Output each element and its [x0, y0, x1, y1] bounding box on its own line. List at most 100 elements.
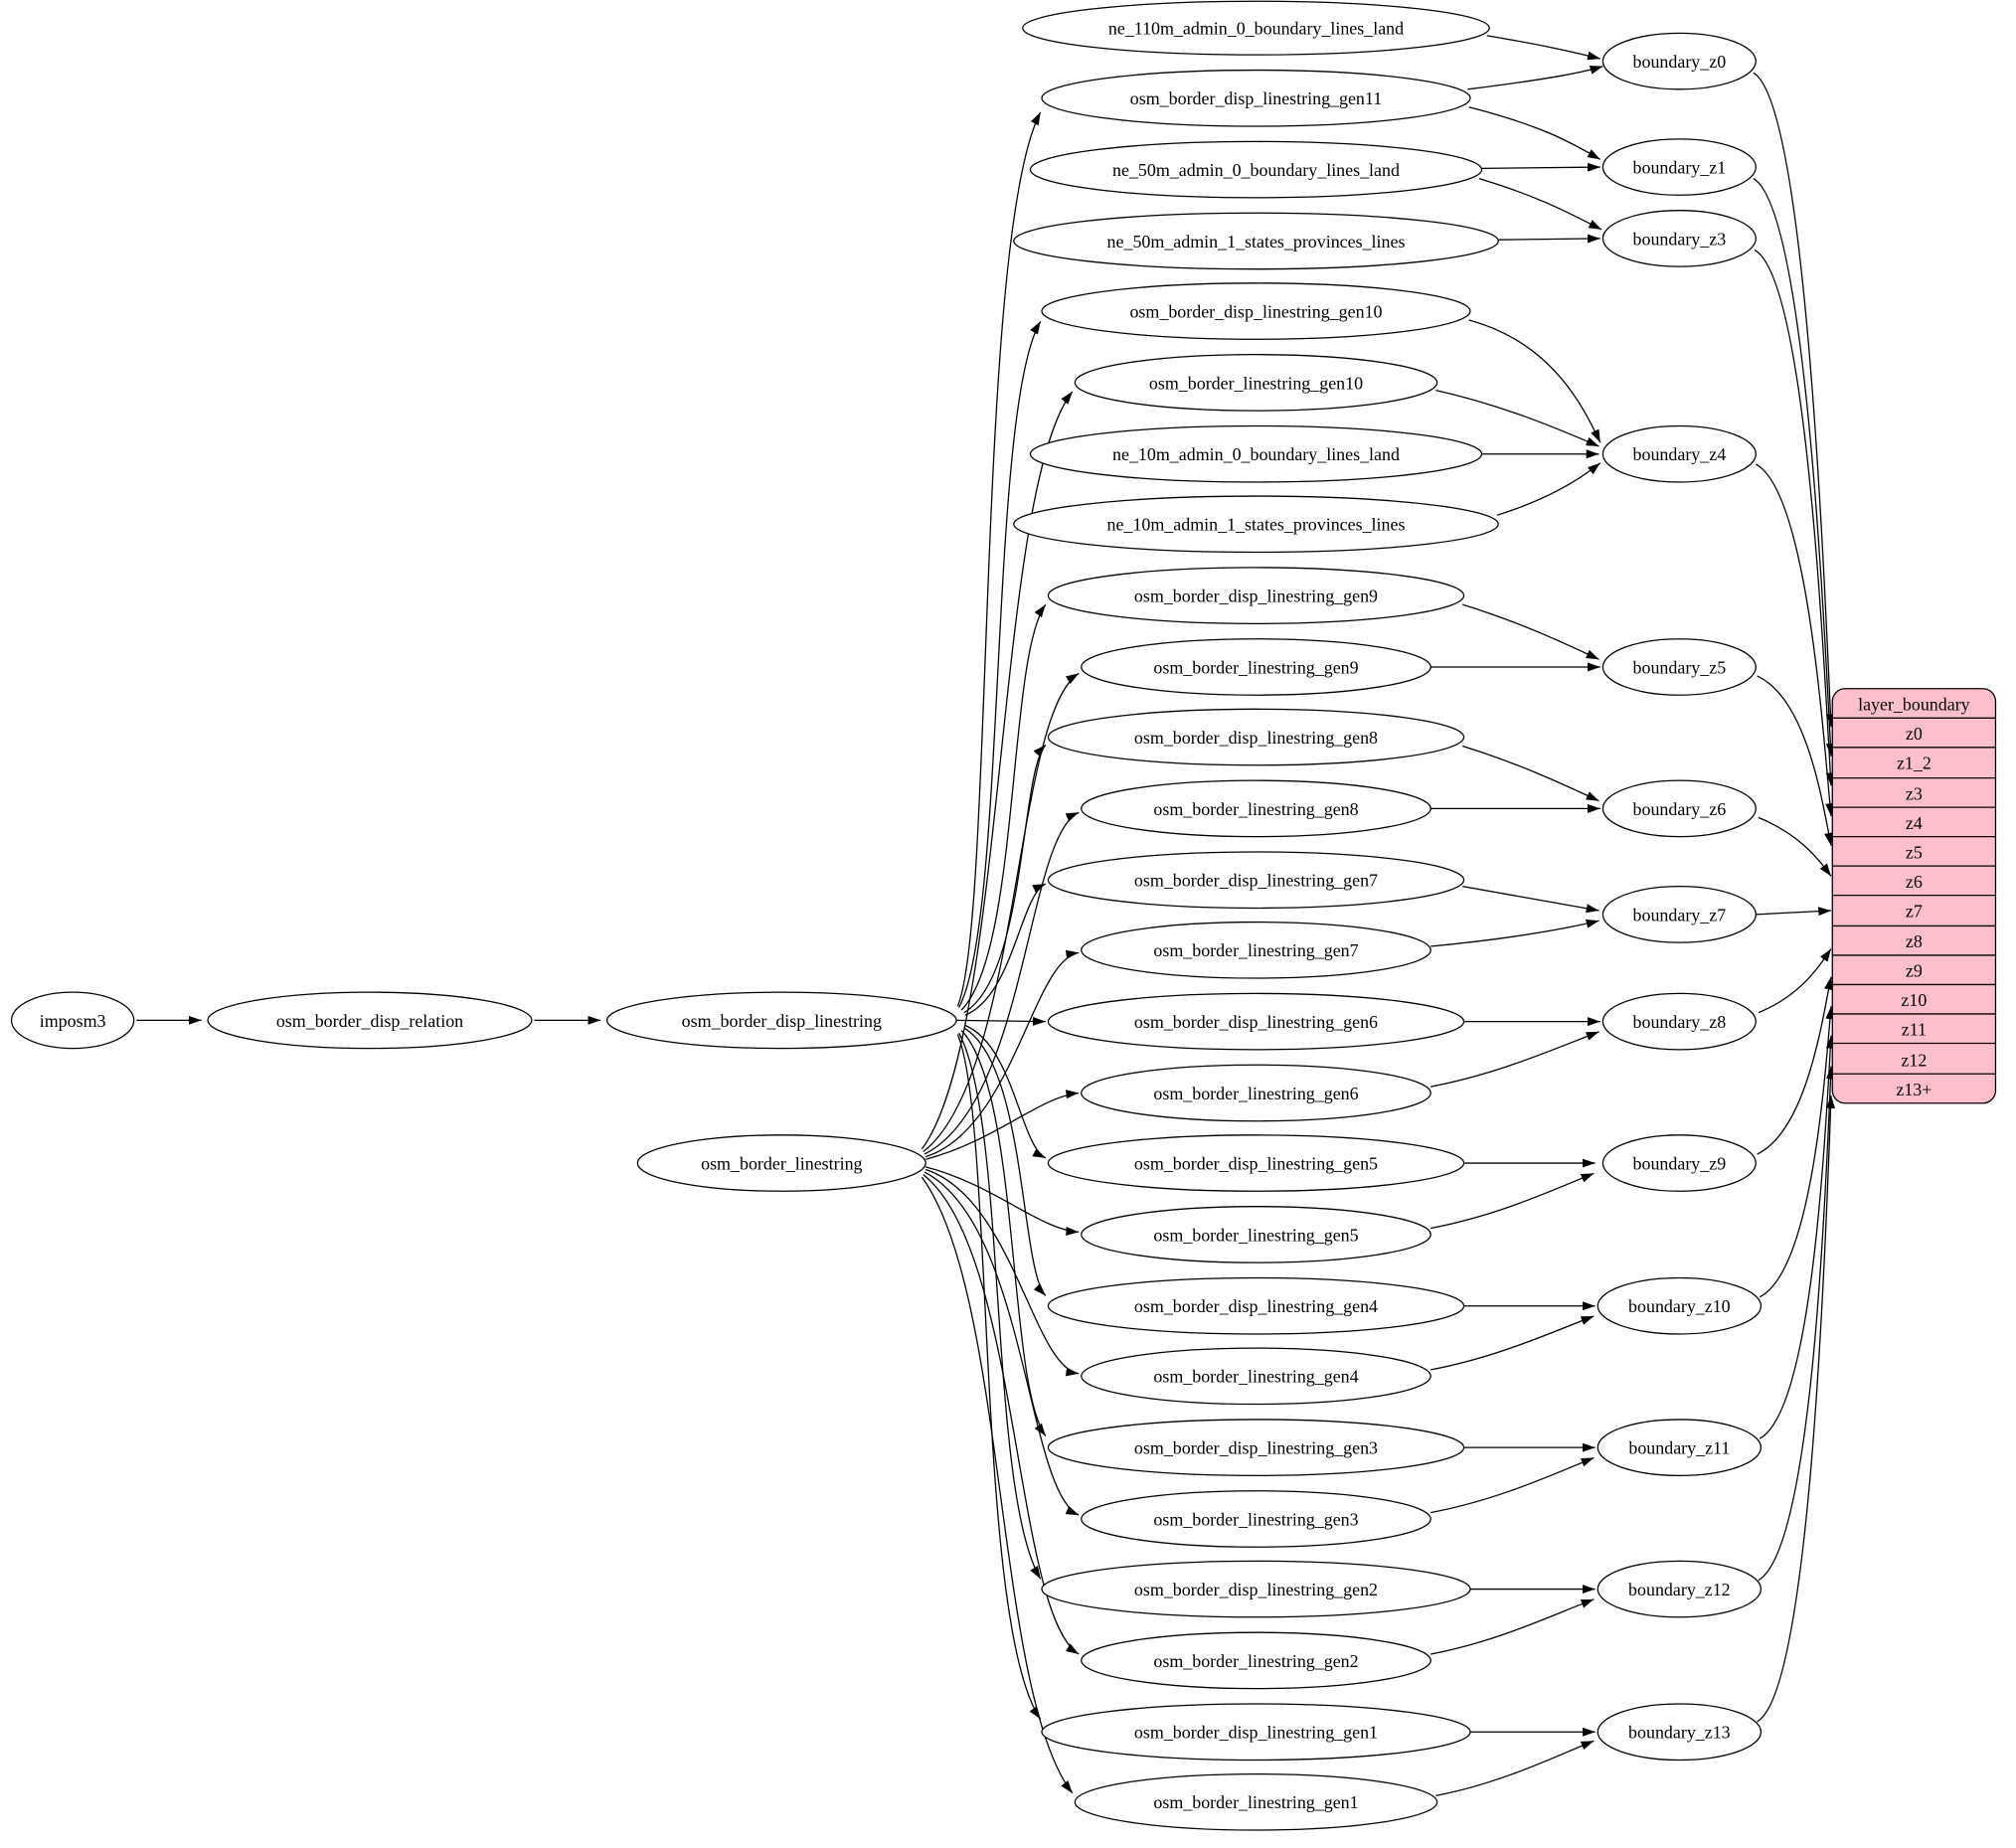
layer-boundary-record: layer_boundary z0 z1_2 z3 z4 z5 z6 z7 z8…: [1831, 688, 1997, 1104]
node-line-gen7: osm_border_linestring_gen7: [1081, 921, 1431, 979]
edge-boundary_z3-to-row-z3: [1754, 249, 1835, 786]
edge-ne10a1-to-boundary_z4: [1496, 462, 1601, 516]
node-line-gen10: osm_border_linestring_gen10: [1074, 354, 1438, 412]
node-osm-border-disp-relation: osm_border_disp_relation: [207, 991, 533, 1050]
ne-10m-admin-0-ellipse: [1029, 424, 1483, 483]
edge-linegen6-to-boundary_z8: [1430, 1031, 1599, 1088]
disp-gen1-ellipse: [1041, 1703, 1471, 1762]
edge-linegen1-to-boundary_z13: [1435, 1740, 1595, 1797]
edge-line-to-gen10: [921, 391, 1074, 1150]
edge-disp-to-gen9: [960, 603, 1047, 1011]
node-boundary-z11: boundary_z11: [1596, 1419, 1763, 1477]
line-gen10-ellipse: [1074, 354, 1438, 412]
edge-boundary_z10-to-row-z10: [1759, 1006, 1835, 1298]
node-disp-gen6: osm_border_disp_linestring_gen6: [1047, 992, 1465, 1051]
node-disp-gen4: osm_border_disp_linestring_gen4: [1047, 1276, 1465, 1335]
record-row-z6: z6: [1906, 872, 1923, 892]
edge-boundary_z5-to-row-z5: [1757, 675, 1833, 846]
line-gen7-ellipse: [1081, 921, 1431, 979]
node-boundary-z9: boundary_z9: [1601, 1134, 1757, 1192]
line-gen1-ellipse: [1074, 1772, 1438, 1831]
disp-gen9-label: osm_border_disp_linestring_gen9: [1134, 587, 1378, 606]
record-row-z1-2: z1_2: [1897, 754, 1932, 773]
edge-linegen7-to-boundary_z7: [1430, 919, 1599, 947]
disp-gen5-label: osm_border_disp_linestring_gen5: [1134, 1153, 1378, 1173]
node-disp-gen8: osm_border_disp_linestring_gen8: [1047, 708, 1465, 766]
node-disp-gen7: osm_border_disp_linestring_gen7: [1047, 851, 1465, 910]
ne-50m-admin-1-ellipse: [1013, 212, 1499, 270]
edge-disp-to-gen4: [963, 1027, 1047, 1296]
node-imposm3: imposm3: [10, 991, 135, 1050]
edge-dispgen9-to-boundary_z5: [1462, 603, 1599, 660]
line-gen5-label: osm_border_linestring_gen5: [1153, 1225, 1358, 1245]
ne-50m-admin-0-label: ne_50m_admin_0_boundary_lines_land: [1112, 160, 1400, 180]
imposm3-label: imposm3: [40, 1011, 106, 1031]
node-line-gen1: osm_border_linestring_gen1: [1074, 1772, 1438, 1831]
record-row-z4: z4: [1906, 813, 1923, 833]
node-boundary-z10: boundary_z10: [1596, 1276, 1763, 1335]
node-boundary-z7: boundary_z7: [1601, 886, 1757, 943]
edge-linegen2-to-boundary_z12: [1430, 1598, 1595, 1655]
edge-line-to-gen9: [923, 672, 1080, 1153]
boundary-z9-label: boundary_z9: [1633, 1153, 1727, 1173]
imposm3-ellipse: [10, 991, 135, 1050]
edge-ne50a0-to-boundary_z3: [1478, 177, 1602, 231]
record-row-z0: z0: [1906, 724, 1923, 744]
edge-line-to-gen1: [921, 1176, 1074, 1794]
osm-border-disp-linestring-ellipse: [605, 991, 957, 1050]
node-line-gen6: osm_border_linestring_gen6: [1081, 1064, 1431, 1122]
boundary-z3-label: boundary_z3: [1633, 229, 1727, 249]
line-gen4-label: osm_border_linestring_gen4: [1153, 1367, 1358, 1387]
boundary-z6-label: boundary_z6: [1633, 799, 1727, 819]
disp-gen11-label: osm_border_disp_linestring_gen11: [1130, 88, 1382, 108]
edge-ne50a0-to-boundary_z1: [1481, 162, 1600, 172]
node-ne-50m-admin-0: ne_50m_admin_0_boundary_lines_land: [1029, 140, 1483, 199]
node-osm-border-linestring: osm_border_linestring: [636, 1134, 926, 1192]
node-boundary-z3: boundary_z3: [1601, 210, 1757, 267]
line-gen2-ellipse: [1081, 1631, 1431, 1690]
node-disp-gen11: osm_border_disp_linestring_gen11: [1041, 69, 1471, 127]
edge-ne110m-to-boundary_z0: [1486, 35, 1600, 61]
edges: [136, 35, 1836, 1797]
edge-dispgen10-to-boundary_z4: [1468, 319, 1601, 443]
disp-gen11-ellipse: [1041, 69, 1471, 127]
node-line-gen5: osm_border_linestring_gen5: [1081, 1206, 1431, 1263]
disp-gen10-ellipse: [1041, 282, 1471, 340]
node-boundary-z6: boundary_z6: [1601, 779, 1757, 838]
ne-50m-admin-0-ellipse: [1029, 140, 1483, 199]
record-row-z7: z7: [1906, 901, 1923, 921]
edge-boundary_z8-to-row-z8: [1758, 948, 1832, 1014]
node-boundary-z5: boundary_z5: [1601, 638, 1757, 696]
edge-line-to-gen4: [925, 1168, 1080, 1377]
node-disp-gen2: osm_border_disp_linestring_gen2: [1041, 1560, 1471, 1618]
boundary-z7-ellipse: [1601, 886, 1757, 943]
node-ne-10m-admin-1: ne_10m_admin_1_states_provinces_lines: [1013, 495, 1499, 554]
line-gen3-ellipse: [1081, 1490, 1431, 1548]
record-row-z11: z11: [1902, 1020, 1927, 1040]
node-disp-gen9: osm_border_disp_linestring_gen9: [1047, 567, 1465, 625]
edge-disp-to-gen2: [958, 1032, 1042, 1580]
edge-disp-to-gen7: [964, 883, 1047, 1016]
line-gen3-label: osm_border_linestring_gen3: [1153, 1509, 1358, 1529]
boundary-z4-ellipse: [1601, 424, 1757, 483]
record-row-z5: z5: [1906, 842, 1923, 862]
edge-dispgen7-to-boundary_z7: [1462, 886, 1599, 914]
record-row-z12: z12: [1901, 1051, 1927, 1071]
osm-border-linestring-ellipse: [636, 1134, 926, 1192]
edge-disp-to-gen8: [963, 744, 1047, 1014]
disp-gen3-ellipse: [1047, 1419, 1465, 1477]
record-row-z8: z8: [1906, 931, 1923, 951]
edge-linegen4-to-boundary_z10: [1430, 1315, 1595, 1371]
layer-boundary-title: layer_boundary: [1858, 695, 1970, 715]
edge-boundary_z1-to-row-z1_2: [1753, 178, 1835, 756]
line-gen2-label: osm_border_linestring_gen2: [1153, 1651, 1358, 1671]
node-ne-50m-admin-1: ne_50m_admin_1_states_provinces_lines: [1013, 212, 1499, 270]
line-gen6-label: osm_border_linestring_gen6: [1153, 1084, 1358, 1103]
line-gen6-ellipse: [1081, 1064, 1431, 1122]
disp-gen1-label: osm_border_disp_linestring_gen1: [1134, 1723, 1378, 1743]
disp-gen9-ellipse: [1047, 567, 1465, 625]
node-disp-gen5: osm_border_disp_linestring_gen5: [1047, 1134, 1465, 1192]
boundary-z11-ellipse: [1596, 1419, 1763, 1477]
line-gen4-ellipse: [1081, 1347, 1431, 1406]
